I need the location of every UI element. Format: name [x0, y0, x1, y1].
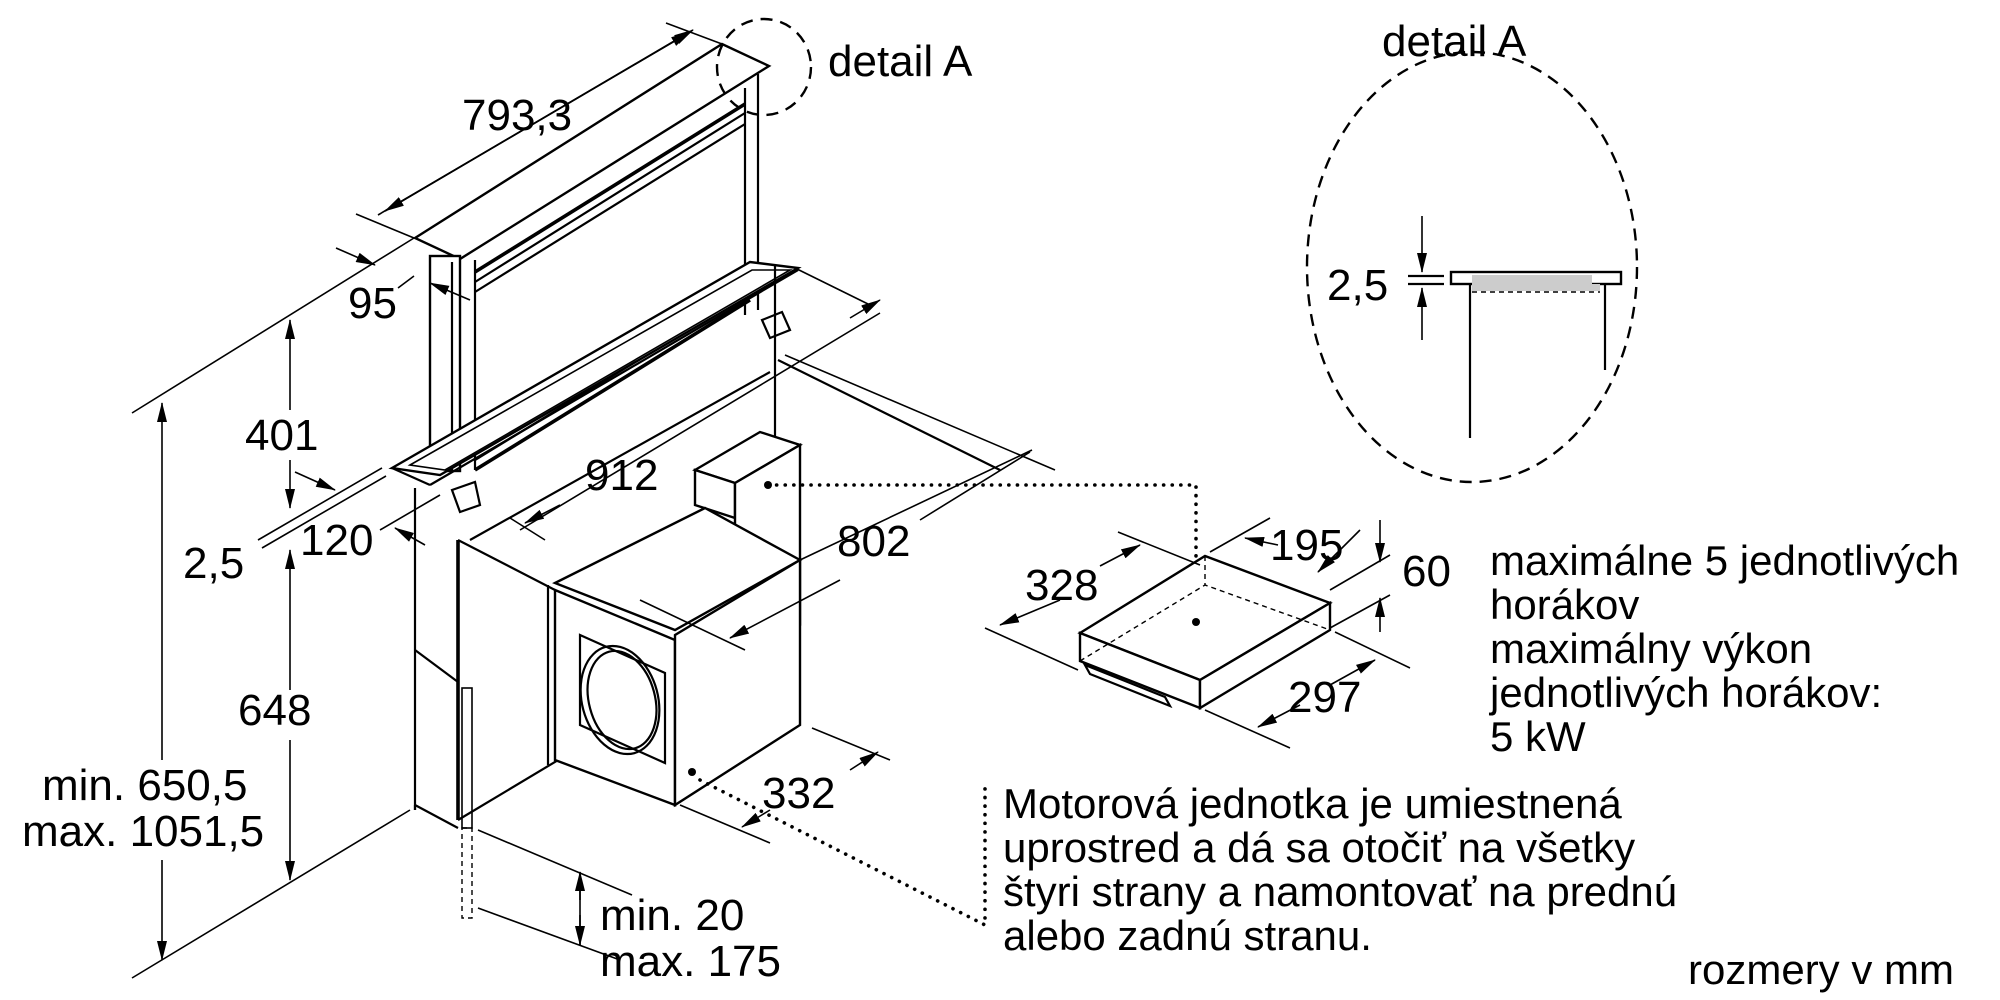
hob-note-line: horákov [1490, 581, 1639, 628]
dim-unit-depth: 802 [837, 517, 910, 566]
hob-note-line: maximálne 5 jednotlivých [1490, 537, 1959, 584]
motor-note: Motorová jednotka je umiestnená uprostre… [1003, 780, 1677, 959]
dim-worktop-gap: 2,5 [183, 539, 244, 588]
motor-note-line: alebo zadnú stranu. [1003, 912, 1372, 959]
hob-dim-depth: 328 [1025, 561, 1098, 610]
hob-dim-length: 297 [1288, 673, 1361, 722]
hood-main-unit [388, 42, 1001, 919]
adjustable-foot [461, 687, 473, 829]
dim-below-height: 648 [238, 686, 311, 735]
worktop-frame [388, 260, 802, 477]
detail-callout-label: detail A [828, 37, 973, 86]
motor-note-line: Motorová jednotka je umiestnená [1003, 780, 1622, 827]
leader-lines [698, 481, 1198, 928]
dim-raised-height: 401 [245, 411, 318, 460]
motor-note-line: štyri strany a namontovať na prednú [1003, 868, 1677, 915]
hob-note-line: jednotlivých horákov: [1488, 669, 1882, 716]
dim-floor-gap-max: max. 175 [600, 937, 781, 986]
fan-outlet [578, 633, 667, 765]
detail-a-dimension: 2,5 [1327, 261, 1388, 310]
motor-note-line: uprostred a dá sa otočiť na všetky [1003, 824, 1635, 871]
detail-a-view [1305, 50, 1639, 484]
hob-note: maximálne 5 jednotlivých horákov maximál… [1488, 537, 1959, 760]
dim-front-offset: 120 [300, 516, 373, 565]
detail-a-title: detail A [1382, 17, 1527, 66]
dim-unit-width: 912 [585, 451, 658, 500]
dim-total-height-max: max. 1051,5 [22, 807, 264, 856]
dim-chimney-depth: 95 [348, 279, 397, 328]
dim-floor-gap-min: min. 20 [600, 891, 744, 940]
hob-note-line: 5 kW [1490, 713, 1586, 760]
hob-cutout-box [984, 517, 1411, 749]
chimney-top-cap [412, 42, 772, 261]
detail-callout-circle [715, 17, 813, 117]
hob-dim-width: 195 [1270, 521, 1343, 570]
hob-dim-height: 60 [1402, 547, 1451, 596]
dim-chimney-width: 793,3 [462, 91, 572, 140]
dimension-lines [131, 22, 1056, 979]
hob-note-line: maximálny výkon [1490, 625, 1812, 672]
detail-a-circle [1305, 50, 1639, 484]
units-note: rozmery v mm [1688, 946, 1954, 993]
dim-total-height-min: min. 650,5 [42, 761, 247, 810]
dim-motor-depth: 332 [762, 769, 835, 818]
